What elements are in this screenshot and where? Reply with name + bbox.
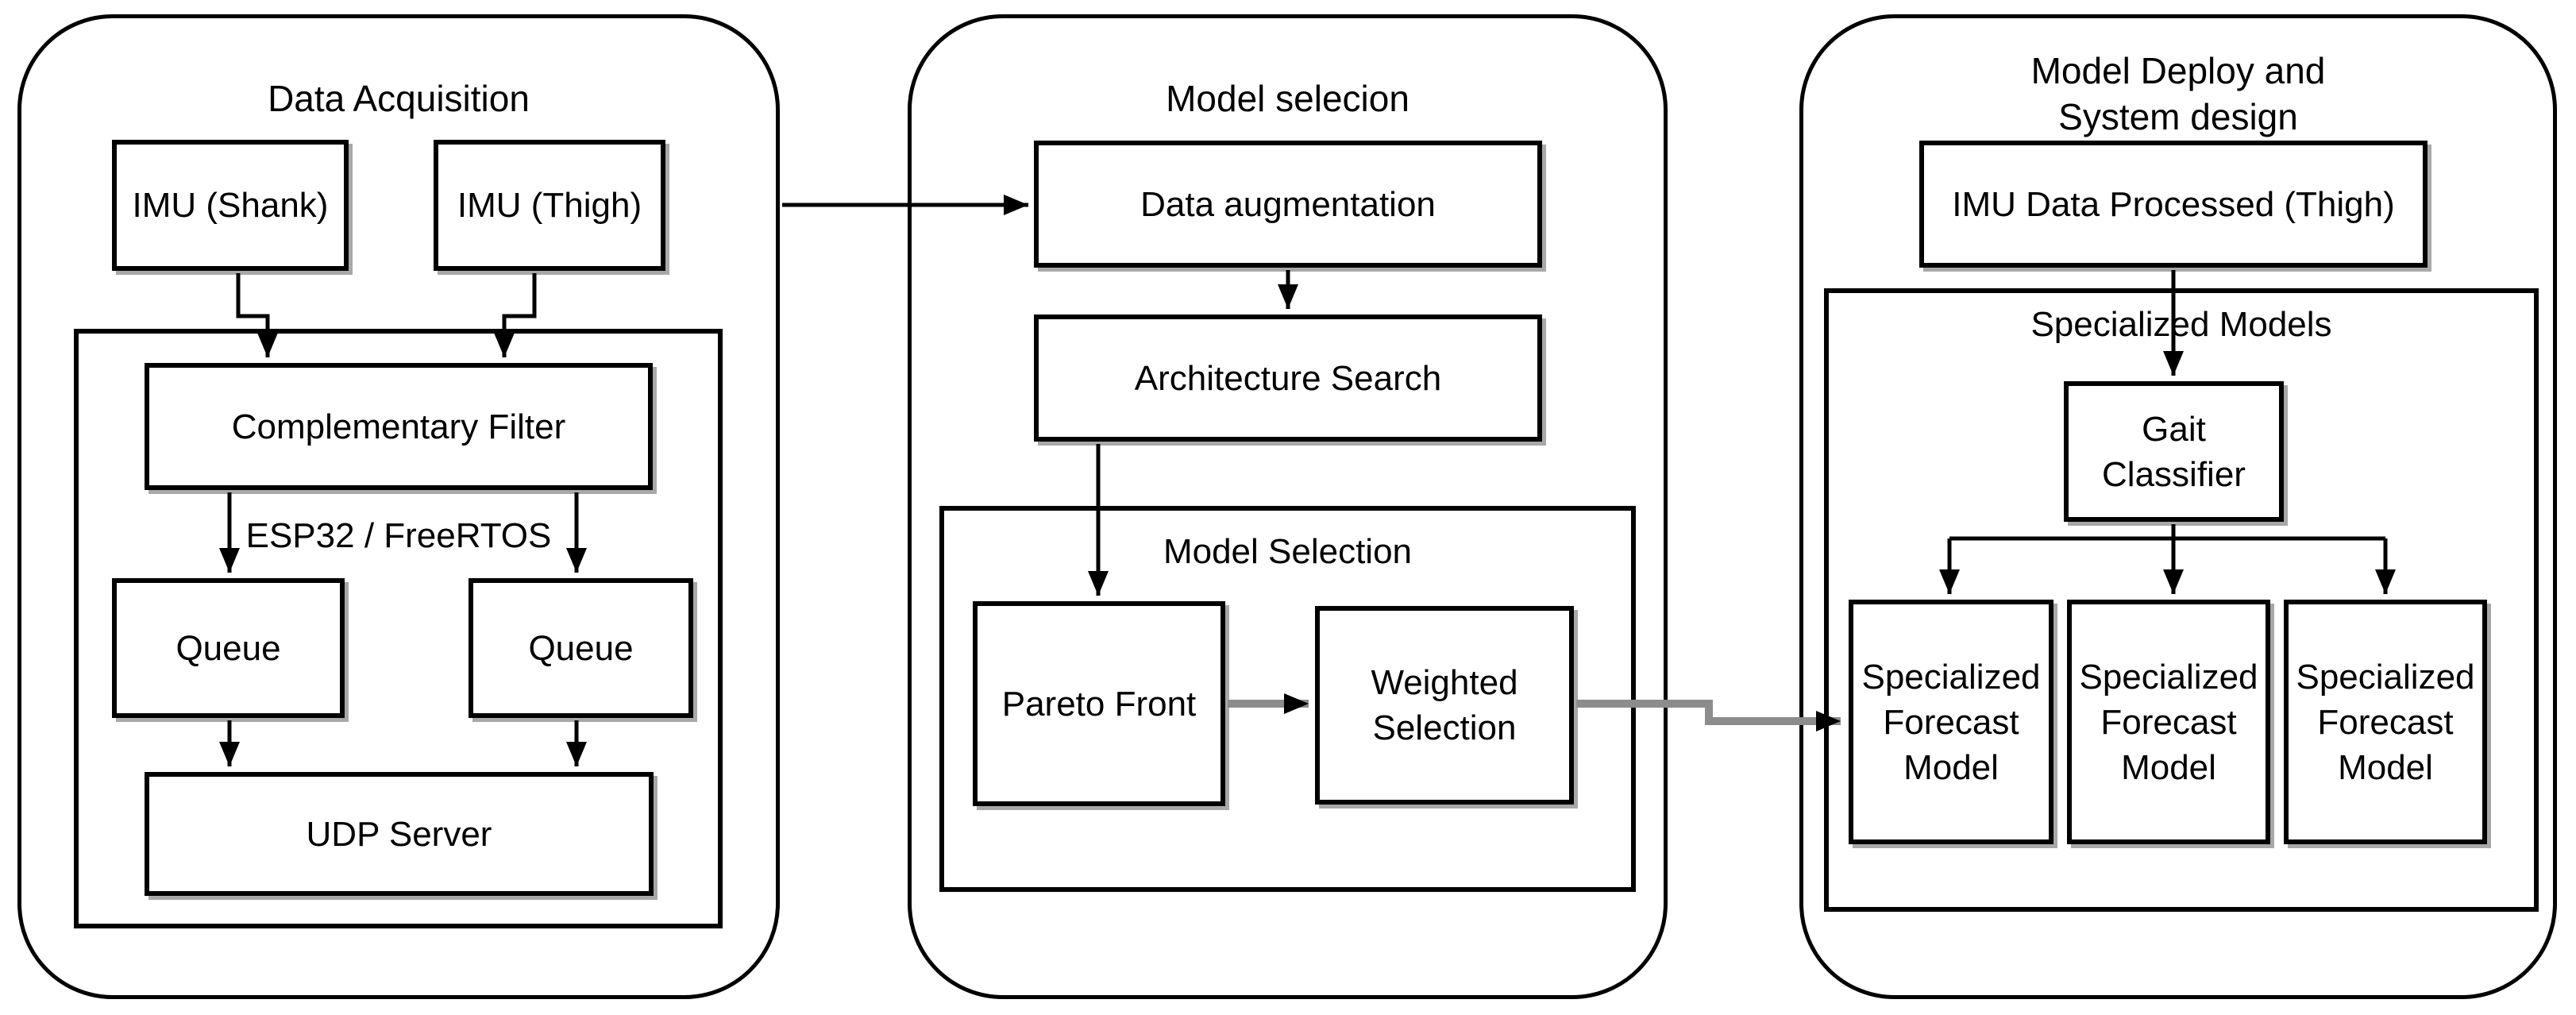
node-specialized-forecast-model-2: Specialized Forecast Model [2067,600,2270,844]
panel-model-deploy-title: Model Deploy and System design [1799,48,2557,140]
node-imu-data-processed: IMU Data Processed (Thigh) [1919,141,2428,268]
group-specialized-models [1824,288,2539,912]
node-gait-classifier: Gait Classifier [2064,381,2284,522]
node-data-augmentation: Data augmentation [1034,141,1542,268]
node-udp-server: UDP Server [145,772,654,896]
node-specialized-forecast-model-3: Specialized Forecast Model [2284,600,2487,844]
panel-data-acquisition-title: Data Acquisition [268,78,530,119]
node-weighted-selection: Weighted Selection [1315,606,1574,805]
node-complementary-filter: Complementary Filter [145,363,653,490]
panel-model-deploy-title-line2: System design [2058,96,2298,137]
label-esp32-freertos: ESP32 / FreeRTOS [245,516,552,555]
group-model-selection [939,506,1636,892]
node-imu-thigh: IMU (Thigh) [434,140,665,271]
group-model-selection-label: Model Selection [1163,532,1413,571]
panel-model-deploy-title-line1: Model Deploy and [2030,50,2326,91]
node-queue-left: Queue [112,578,345,718]
panel-model-selection-title: Model selecion [1166,78,1409,119]
group-esp32-freertos [74,329,723,928]
node-queue-right: Queue [469,578,693,718]
node-imu-shank: IMU (Shank) [112,140,349,271]
node-specialized-forecast-model-1: Specialized Forecast Model [1849,600,2053,844]
node-pareto-front: Pareto Front [973,601,1225,806]
node-architecture-search: Architecture Search [1034,315,1542,442]
group-specialized-models-label: Specialized Models [2030,305,2332,344]
